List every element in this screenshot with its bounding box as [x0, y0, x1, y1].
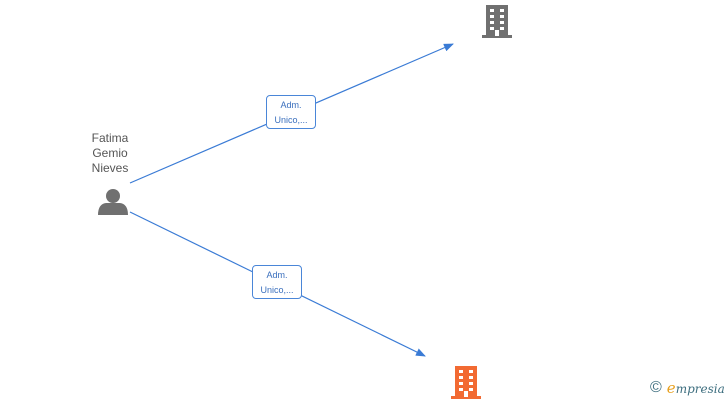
relation-label-top[interactable]: Adm. Unico,...: [266, 95, 316, 129]
relation-label-bottom[interactable]: Adm. Unico,...: [252, 265, 302, 299]
relation-label-line: Adm.: [280, 100, 302, 110]
person-icon[interactable]: [98, 189, 128, 215]
relation-label-line: Unico,...: [274, 115, 308, 125]
building-icon[interactable]: [451, 366, 481, 399]
person-name[interactable]: Fatima Gemio Nieves: [80, 131, 140, 176]
relation-label-line: Adm.: [266, 270, 288, 280]
brand-name: empresia: [667, 379, 725, 397]
person-name-line: Gemio: [92, 146, 128, 160]
person-name-line: Fatima: [91, 131, 129, 145]
brand-initial: e: [666, 379, 676, 397]
brand-name-rest: mpresia: [675, 382, 725, 396]
building-icon[interactable]: [482, 5, 512, 38]
person-name-line: Nieves: [91, 161, 129, 175]
relation-label-line: Unico,...: [260, 285, 294, 295]
brand-logo: © empresia: [650, 378, 725, 398]
copyright-icon: ©: [650, 379, 662, 396]
